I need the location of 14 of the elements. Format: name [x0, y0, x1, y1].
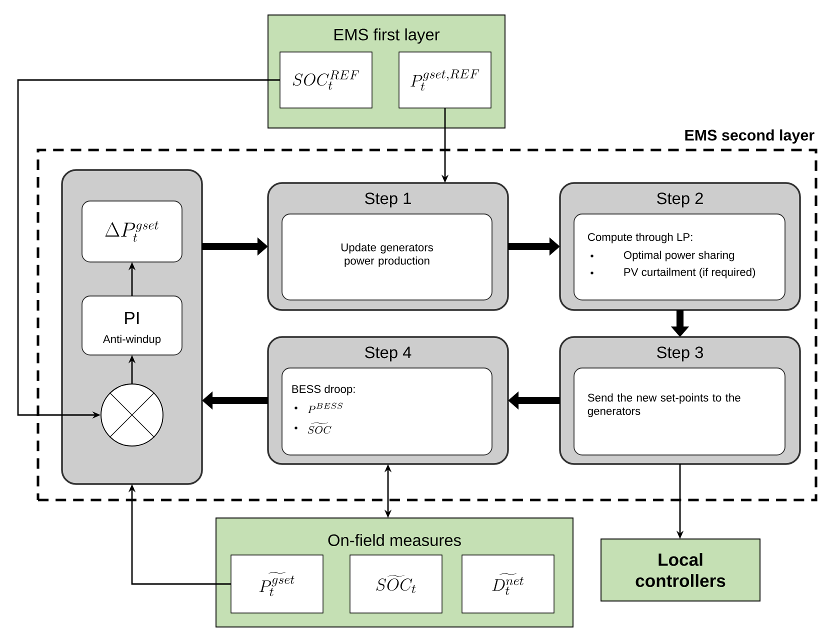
- text-panel: Send the new set-points to the generators: [574, 368, 786, 456]
- variable-box: $\widetilde{P_t^{gset}}$: [230, 554, 324, 614]
- controller-box: Local controllers: [600, 538, 760, 602]
- variable-box: $\widetilde{D_t^{net}}$: [462, 554, 554, 614]
- variable-box: $SOC_t^{REF}$: [280, 52, 372, 108]
- text-panel: Compute through LP: Optimal power sharing PV curtailment (if required): [574, 214, 786, 300]
- text-panel: BESS droop: $P^{BESS}$ $\widetilde{SOC}$: [282, 368, 492, 456]
- node-label: EMS second layer: [685, 129, 814, 144]
- variable-box: $\Delta P_t^{gset}$: [82, 200, 182, 262]
- variable-box: $\widetilde{SOC_t}$: [350, 554, 442, 614]
- variable-box: $P_t^{gset,REF}$: [398, 52, 492, 108]
- text-panel: Update generators power production: [282, 214, 492, 300]
- summing-junction: [100, 384, 164, 446]
- controller-block: PI Anti-windup: [82, 296, 182, 356]
